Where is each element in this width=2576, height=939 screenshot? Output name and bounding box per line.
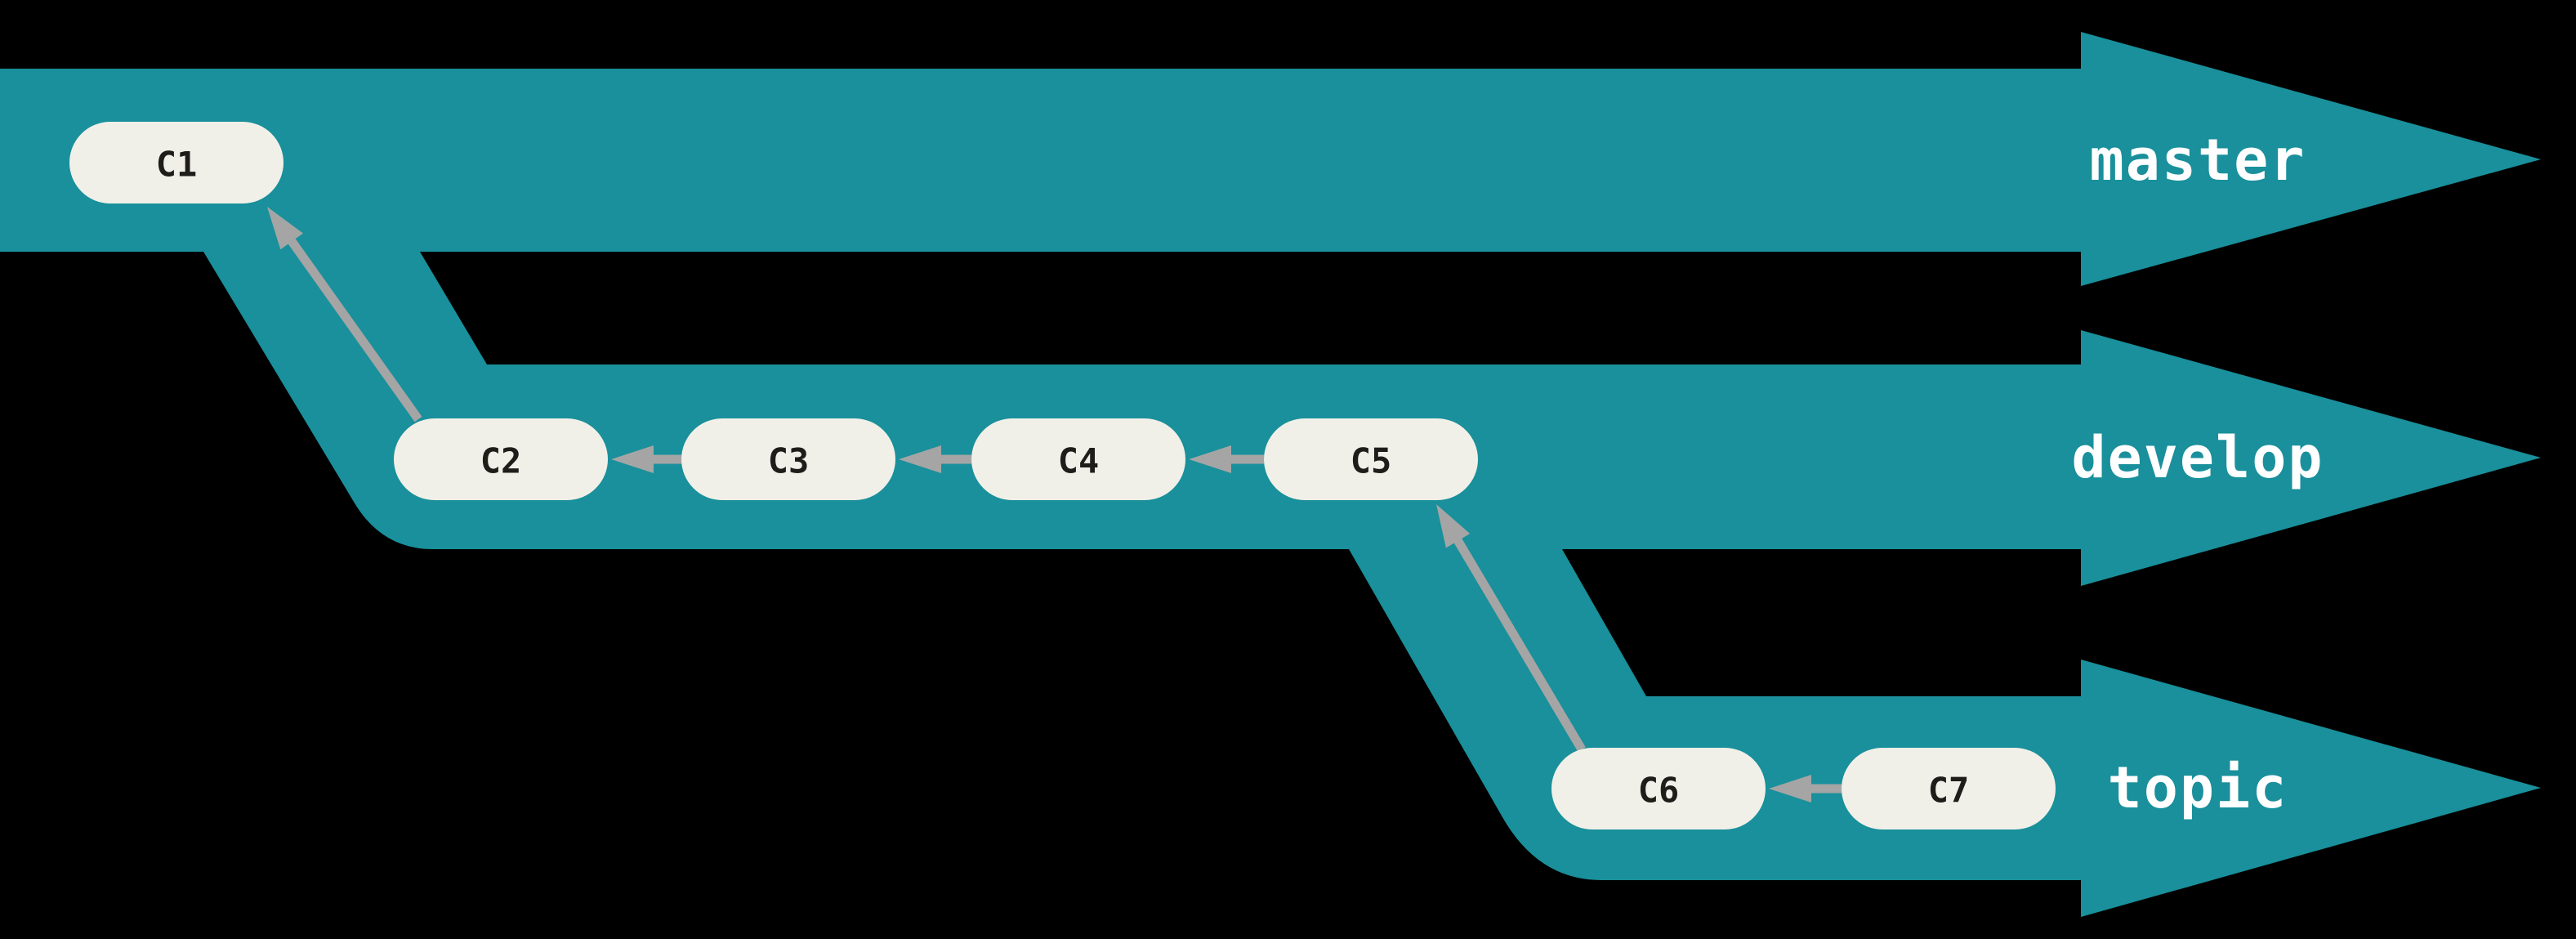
arrowhead-icon	[899, 445, 941, 473]
commit-pill	[1551, 748, 1766, 829]
commit-node-c5: C5	[1264, 418, 1478, 500]
arrowhead-icon	[1769, 775, 1811, 803]
commit-node-c6: C6	[1551, 748, 1766, 829]
parent-arrow-c7-c6	[1769, 775, 1842, 803]
commit-label: C5	[1351, 441, 1392, 481]
commit-pill	[69, 122, 283, 203]
commit-pill	[394, 418, 608, 500]
commit-label: C4	[1058, 441, 1100, 481]
commit-label: C3	[768, 441, 810, 481]
arrowhead-icon	[1436, 504, 1471, 548]
commit-pill	[971, 418, 1185, 500]
commit-label: C2	[480, 441, 522, 481]
commit-label: C7	[1928, 771, 1970, 811]
commit-node-c7: C7	[1842, 748, 2056, 829]
parent-arrow-c5-c4	[1189, 445, 1264, 473]
commit-label: C1	[156, 145, 198, 185]
commit-node-c1: C1	[69, 122, 283, 203]
branch-label-master: master	[2090, 127, 2306, 194]
parent-arrow-c4-c3	[899, 445, 971, 473]
parent-arrow-c6-c5	[1436, 504, 1586, 752]
branch-label-develop: develop	[2071, 424, 2324, 491]
commit-pill	[1842, 748, 2056, 829]
branch-ribbon-topic	[1349, 549, 2541, 917]
parent-arrow-c3-c2	[611, 445, 681, 473]
arrow-shaft	[1451, 534, 1586, 752]
commit-pill	[1264, 418, 1478, 500]
commit-node-c4: C4	[971, 418, 1185, 500]
branch-ribbon-master	[0, 32, 2541, 286]
branch-label-topic: topic	[2108, 754, 2288, 821]
commit-node-c3: C3	[681, 418, 895, 500]
commit-pill	[681, 418, 895, 500]
arrowhead-icon	[267, 207, 303, 250]
parent-arrow-c2-c1	[267, 207, 422, 423]
commit-node-c2: C2	[394, 418, 608, 500]
arrow-shaft	[285, 235, 422, 423]
commit-label: C6	[1638, 771, 1680, 811]
arrowhead-icon	[611, 445, 654, 473]
arrowhead-icon	[1189, 445, 1231, 473]
